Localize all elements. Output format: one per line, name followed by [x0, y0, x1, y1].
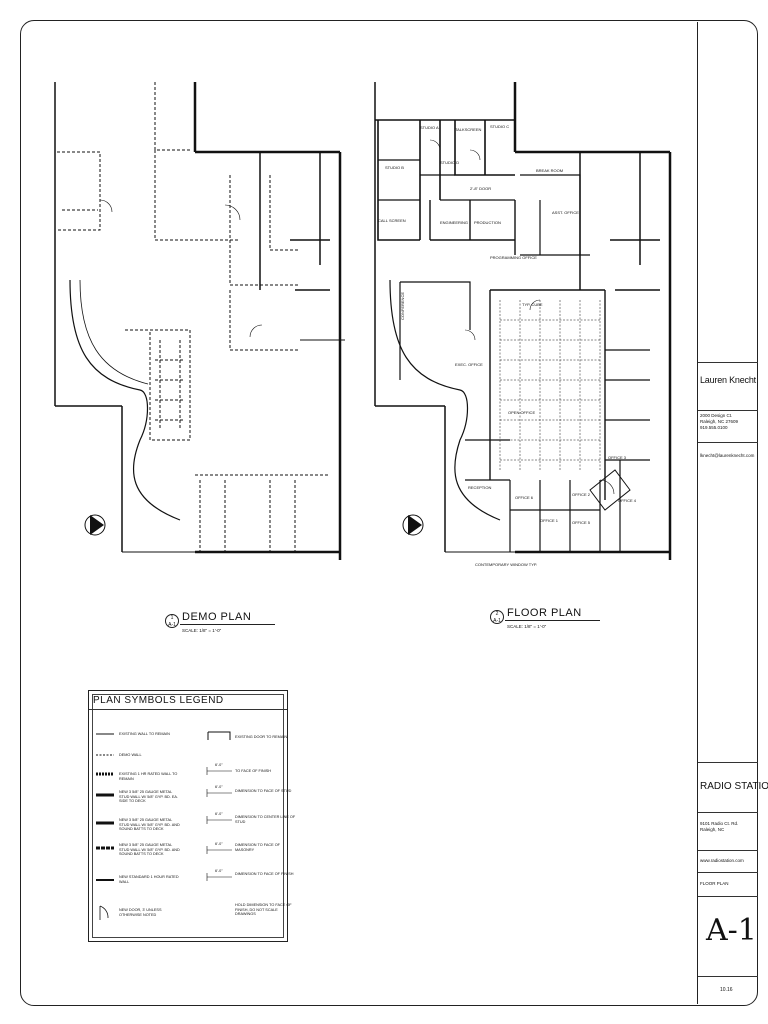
- floor-plan: [374, 82, 672, 560]
- legend-item: DIMENSION TO FACE OF FINISH: [235, 872, 294, 876]
- room-label-reception: RECEPTION: [468, 485, 492, 490]
- legend-item: EXISTING 1 HR RATED WALL TO REMAIN: [119, 772, 178, 781]
- legend-item: NEW 3 5/8" 25 GAUGE METAL STUD WALL W/ 5…: [119, 843, 180, 857]
- legend-item: DIMENSION TO FACE OF STUD: [235, 789, 292, 793]
- legend-title-rule: [89, 709, 287, 710]
- room-label-programming-office: PROGRAMMING OFFICE: [490, 255, 537, 260]
- floor-plan-title-rule: [505, 620, 600, 621]
- note-contemporary-window: CONTEMPORARY WINDOW TYP.: [475, 562, 538, 567]
- legend-item: TO FACE OF FINISH: [235, 769, 272, 773]
- room-label-call-screen: CALL SCREEN: [378, 218, 406, 223]
- address-line: 9101 Radio Ct. Rd.: [700, 821, 739, 826]
- room-label-production: PRODUCTION: [474, 220, 501, 225]
- note-door: 2'-8" DOOR: [470, 186, 492, 191]
- legend-item: DIMENSION TO CENTER LINE OF STUD: [235, 815, 296, 824]
- legend-item: EXISTING DOOR TO REMAIN: [235, 735, 288, 739]
- legend-title: PLAN SYMBOLS LEGEND: [93, 695, 224, 706]
- room-label-talkscreen: TALKSCREEN: [455, 127, 482, 132]
- legend-item: NEW DOOR, 3' UNLESS OTHERWISE NOTED: [119, 908, 162, 917]
- title-block: Lauren Knecht 2000 Design Ct. Raleigh, N…: [697, 22, 768, 1004]
- room-label-office-4: OFFICE 4: [618, 498, 637, 503]
- legend-item: NEW 3 5/8" 25 GAUGE METAL STUD WALL W/ 5…: [119, 790, 179, 804]
- legend-dimension: 6'-0": [215, 869, 223, 873]
- room-label-open-office: OPEN OFFICE: [508, 410, 536, 415]
- demo-plan-title-rule: [180, 624, 275, 625]
- legend-dimension: 6'-0": [215, 842, 223, 846]
- address-line: Raleigh, NC: [700, 827, 725, 832]
- legend-item: HOLD DIMENSION TO FACE OF FINISH, DO NOT…: [235, 903, 292, 917]
- room-label-typ-cube: TYP. CUBE: [522, 302, 543, 307]
- room-label-office-1: OFFICE 1: [540, 518, 559, 523]
- designer-email: lknecht@laurenknecht.com: [698, 442, 758, 470]
- room-label-break-room: BREAK ROOM: [536, 168, 564, 173]
- north-arrow-icon: [84, 514, 106, 536]
- room-label-office-5: OFFICE 5: [572, 520, 591, 525]
- legend-item: NEW STANDARD 1 HOUR RATED WALL: [119, 875, 179, 884]
- legend-dimension: 6'-0": [215, 812, 223, 816]
- legend-item: DEMO WALL: [119, 753, 142, 757]
- demo-plan-title: DEMO PLAN: [182, 611, 252, 623]
- project-name: RADIO STATION: [698, 762, 768, 812]
- room-label-office-3: OFFICE 3: [608, 455, 627, 460]
- sheet-number: A-1: [698, 896, 758, 976]
- room-label-exec-office: EXEC. OFFICE: [455, 362, 483, 367]
- room-label-asst-office: ASST. OFFICE: [552, 210, 579, 215]
- legend-dimension: 6'-0": [215, 763, 223, 767]
- demo-plan: [54, 82, 345, 560]
- address-line: Raleigh, NC 27609: [700, 419, 739, 424]
- room-label-studio-b: STUDIO B: [385, 165, 404, 170]
- north-arrow-icon: [402, 514, 424, 536]
- legend-dimension: 6'-0": [215, 785, 223, 789]
- address-line: 919.555.0100: [700, 425, 728, 430]
- drawing-sheet-border: [20, 20, 758, 1006]
- room-label-office-2: OFFICE 2: [572, 492, 591, 497]
- demo-plan-scale: SCALE: 1/8" = 1'-0": [182, 628, 222, 633]
- room-label-office-6: OFFICE 6: [515, 495, 534, 500]
- address-line: 2000 Design Ct.: [700, 413, 733, 418]
- plan-symbols-legend: PLAN SYMBOLS LEGEND EXISTING WALL TO REM…: [88, 690, 295, 942]
- room-label-studio-a: STUDIO A: [420, 125, 439, 130]
- legend-item: NEW 3 5/8" 25 GAUGE METAL STUD WALL W/ 5…: [119, 818, 180, 832]
- floor-plan-scale: SCALE: 1/8" = 1'-0": [507, 624, 547, 629]
- sheet-date: 10.16: [698, 976, 758, 1004]
- room-label-studio-d: STUDIO D: [440, 160, 460, 165]
- legend-inner-border: [92, 694, 284, 938]
- legend-symbols: [96, 731, 232, 920]
- room-label-conference: CONFERENCE: [400, 291, 405, 320]
- legend-item: DIMENSION TO FACE OF MASONRY: [235, 843, 281, 852]
- designer-name: Lauren Knecht: [698, 362, 758, 410]
- room-label-engineering: ENGINEERING: [440, 220, 469, 225]
- designer-address: 2000 Design Ct. Raleigh, NC 27609 919.55…: [698, 410, 758, 442]
- project-website: www.radiostation.com: [698, 850, 758, 872]
- project-address: 9101 Radio Ct. Rd. Raleigh, NC: [698, 812, 758, 850]
- floor-plan-title: FLOOR PLAN: [507, 607, 582, 619]
- sheet-title: FLOOR PLAN: [698, 872, 758, 896]
- room-label-studio-c: STUDIO C: [490, 124, 510, 129]
- legend-item: EXISTING WALL TO REMAIN: [119, 732, 170, 736]
